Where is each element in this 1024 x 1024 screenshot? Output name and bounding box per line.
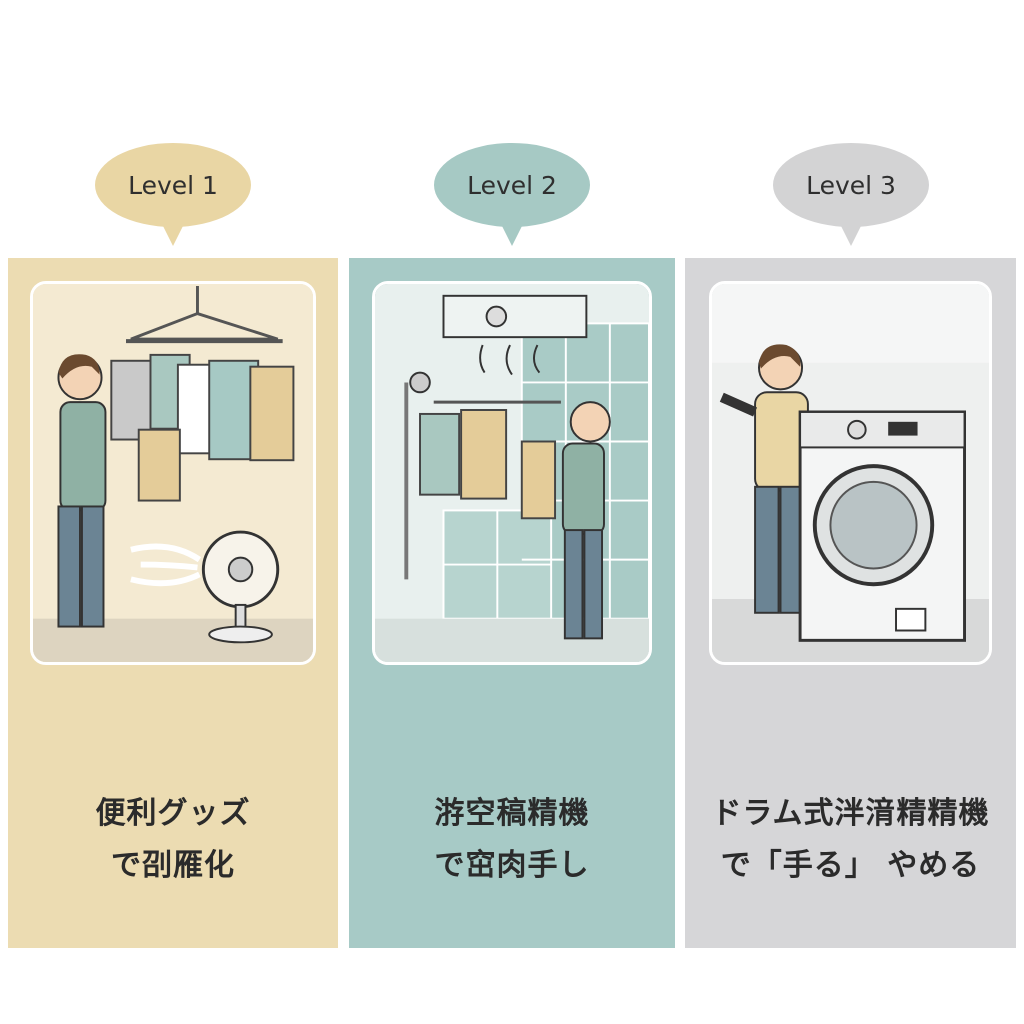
level-1-caption-line1: 便利グッズ: [95, 796, 251, 831]
bathroom-dryer-vent-icon: [372, 281, 652, 665]
level-1-panel: 便利グッズ で刟雁化: [8, 258, 338, 948]
level-1-label: Level 1: [128, 170, 218, 200]
level-3-caption: ドラム式泮湇精精機 で「手る」 やめる: [685, 788, 1016, 892]
level-3-label: Level 3: [806, 170, 896, 200]
level-2-label: Level 2: [467, 170, 557, 200]
level-1-caption-line2: で刟雁化: [111, 848, 235, 883]
level-2-panel: 㳺空稿精機 で窋肉手し: [349, 258, 675, 948]
level-3-badge: Level 3: [772, 142, 930, 246]
level-2-caption-line2: で窋肉手し: [434, 848, 590, 883]
level-1-caption: 便利グッズ で刟雁化: [8, 788, 338, 892]
level-3-panel: ドラム式泮湇精精機 で「手る」 やめる: [685, 258, 1016, 948]
level-1-badge: Level 1: [94, 142, 252, 246]
level-2-badge: Level 2: [433, 142, 591, 246]
level-2-caption: 㳺空稿精機 で窋肉手し: [349, 788, 675, 892]
level-3-caption-line2: で「手る」 やめる: [720, 848, 981, 883]
drum-washer-dryer-icon: [709, 281, 992, 665]
indoor-drying-rack-and-fan-icon: [30, 281, 316, 665]
level-3-caption-line1: ドラム式泮湇精精機: [711, 796, 990, 831]
level-2-caption-line1: 㳺空稿精機: [434, 796, 590, 831]
